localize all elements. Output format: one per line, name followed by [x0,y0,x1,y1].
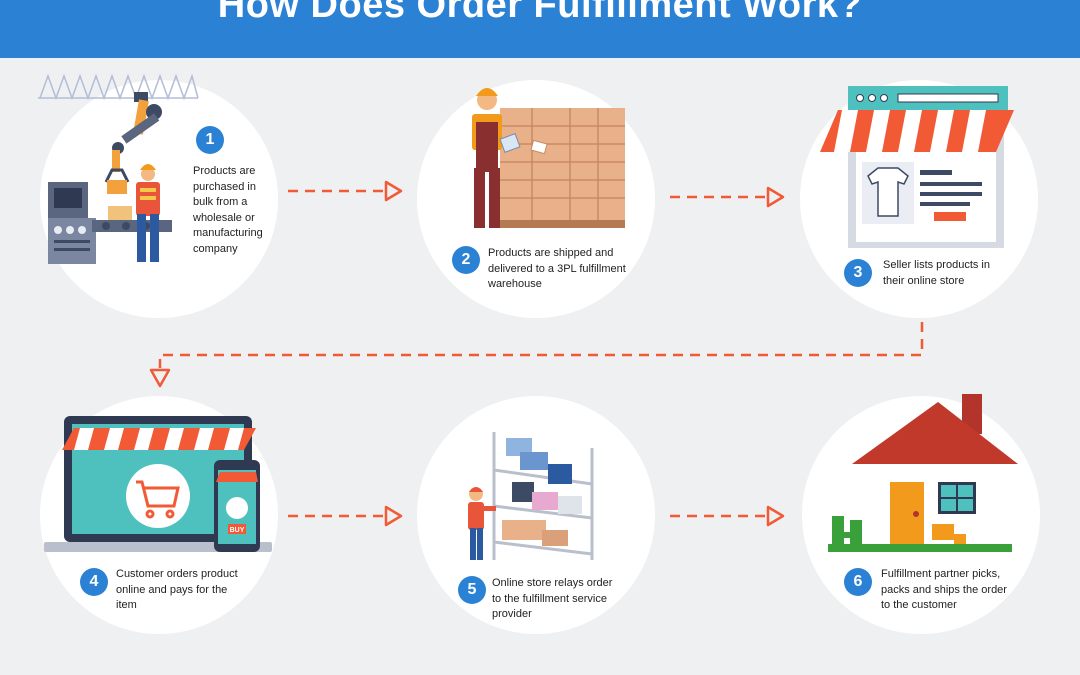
worker-shelving-scanner-icon [464,414,604,564]
step-5-text: Online store relays order to the fulfill… [492,576,622,623]
warehouse-worker-boxes-icon [460,78,630,238]
step-6-badge: 6 [844,568,872,596]
factory-robot-arm-icon [36,70,206,270]
step-1-badge: 1 [196,126,224,154]
arrow-4-to-5-head [386,507,401,525]
step-4-badge: 4 [80,568,108,596]
step-5-badge: 5 [458,576,486,604]
step-3-badge: 3 [844,259,872,287]
step-1-text: Products are purchased in bulk from a wh… [193,164,273,257]
house-delivery-icon [828,392,1028,552]
arrow-1-to-2-head [386,182,401,200]
arrow-5-to-6-head [768,507,783,525]
step-2-text: Products are shipped and delivered to a … [488,246,633,293]
phone-buy-label: BUY [230,527,245,534]
step-2-badge: 2 [452,246,480,274]
step-6-text: Fulfillment partner picks, packs and shi… [881,567,1011,614]
step-4-text: Customer orders product online and pays … [116,567,246,614]
online-store-browser-icon [818,84,1008,254]
arrow-3-to-4-line [160,322,922,368]
arrow-2-to-3-head [768,188,783,206]
arrow-3-to-4-head [151,370,169,386]
laptop-phone-shopping-cart-icon: BUY [44,412,264,557]
step-3-text: Seller lists products in their online st… [883,258,1001,289]
